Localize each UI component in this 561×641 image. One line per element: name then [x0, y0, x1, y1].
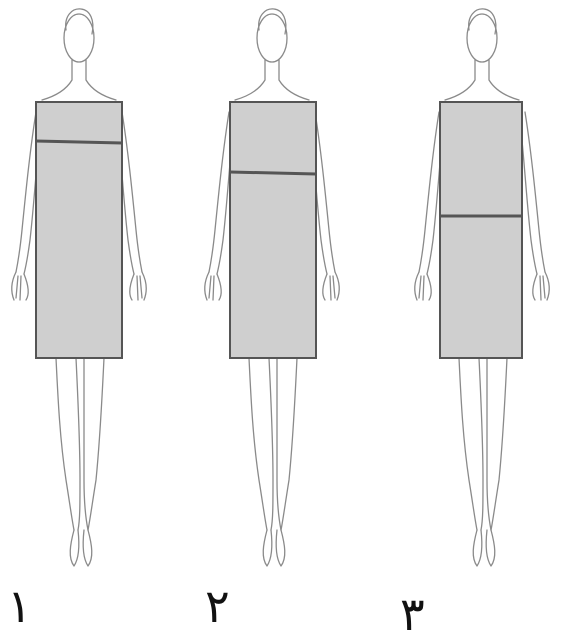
figure-label-2: ٢ — [205, 583, 230, 629]
figure-label-3: ٣ — [400, 591, 425, 637]
waistline-2 — [230, 172, 316, 174]
figure-label-1: ١ — [7, 583, 32, 629]
waistline-1 — [36, 141, 122, 143]
figure-2 — [205, 9, 339, 566]
figure-3 — [415, 9, 549, 566]
dress-3 — [440, 102, 522, 358]
figure-1 — [12, 9, 146, 566]
dress-2 — [230, 102, 316, 358]
